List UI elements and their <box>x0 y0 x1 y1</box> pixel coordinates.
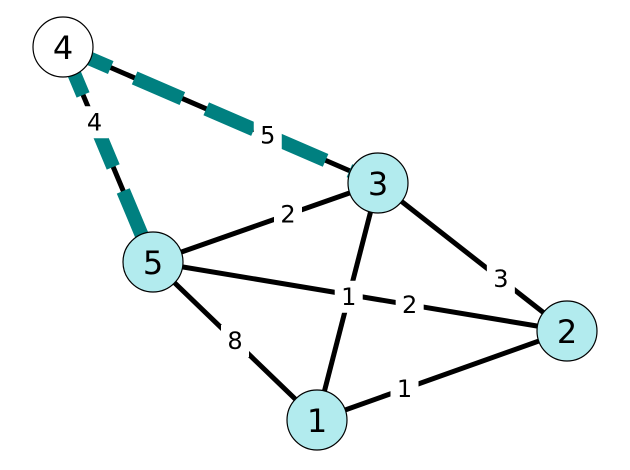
edges-layer <box>56 40 569 423</box>
edge-weight-label-1-2: 1 <box>397 375 412 403</box>
node-4 <box>32 16 94 78</box>
edge-label-bg-4-5 <box>80 106 109 139</box>
nodes-layer: 1 2 3 4 5 <box>32 16 598 451</box>
edge-weight-label-5-3: 2 <box>280 201 295 229</box>
edge-label-bg-5-3 <box>274 198 302 231</box>
node-label-4: 4 <box>53 29 73 67</box>
node-3 <box>347 152 409 214</box>
edge-label-bg-4-3 <box>253 119 282 152</box>
edge-1-2 <box>316 328 568 423</box>
node-label-3: 3 <box>368 165 388 203</box>
edge-3-2 <box>376 181 569 333</box>
node-5 <box>122 231 184 293</box>
edge-weight-label-5-2: 2 <box>402 291 417 319</box>
edge-highlight-4-3 <box>60 40 381 190</box>
edge-labels-layer: 5 4 2 3 2 1 8 1 <box>80 106 515 405</box>
edge-5-3 <box>152 180 379 265</box>
edge-label-bg-5-1 <box>221 325 249 357</box>
node-label-2: 2 <box>557 313 577 351</box>
edge-label-bg-3-1 <box>334 280 363 313</box>
node-2 <box>536 300 598 362</box>
edge-label-bg-1-2 <box>390 372 419 405</box>
edge-weight-label-4-3: 5 <box>260 121 275 149</box>
edge-highlight-4-5 <box>56 44 160 265</box>
edge-label-bg-3-2 <box>486 263 515 296</box>
edge-label-bg-5-2 <box>395 288 424 321</box>
edge-weight-label-3-2: 3 <box>493 265 508 293</box>
edge-weight-label-3-1: 1 <box>341 283 356 311</box>
node-label-5: 5 <box>143 244 163 282</box>
node-label-1: 1 <box>307 402 327 440</box>
node-1 <box>286 389 348 451</box>
edge-weight-label-4-5: 4 <box>87 108 102 136</box>
edge-weight-label-5-1: 8 <box>227 327 242 355</box>
